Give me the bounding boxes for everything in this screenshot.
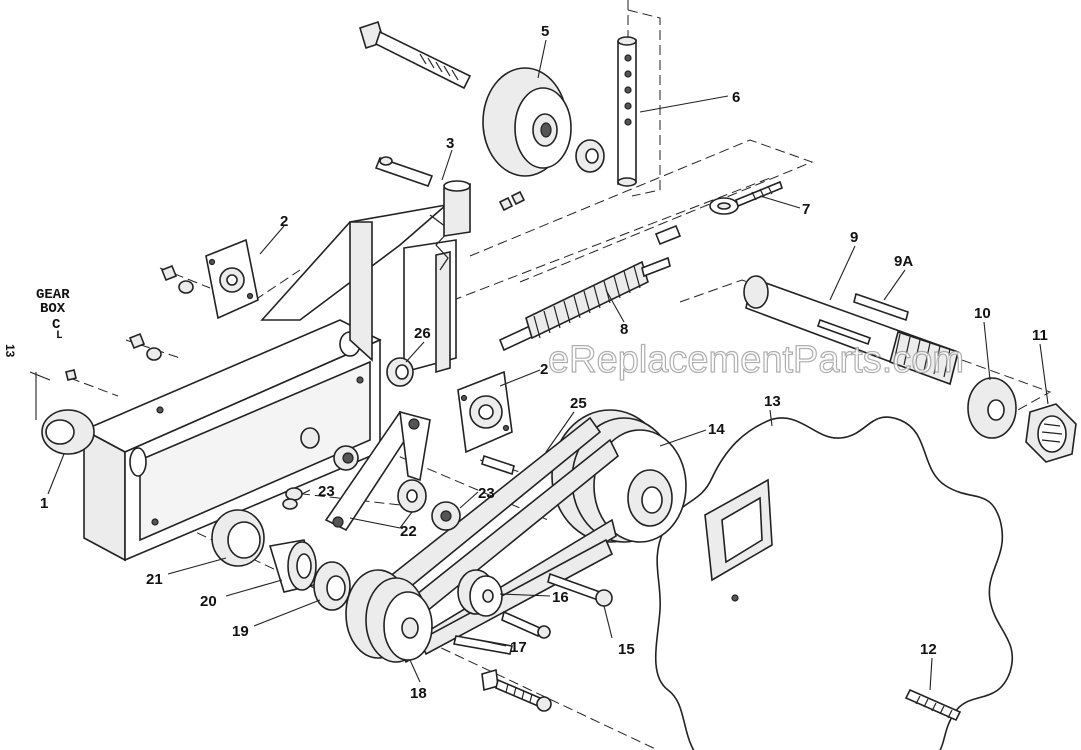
pin-part-3 [374,156,526,212]
callout-20: 20 [200,593,217,610]
washer-part-10 [967,377,1017,439]
gearbox-label-line-1: GEAR [36,287,70,303]
callout-3: 3 [446,135,454,152]
callout-10: 10 [974,305,991,322]
callout-14: 14 [708,421,725,438]
gearbox-centerline-label: GEAR BOX C L [29,287,70,381]
bolt-part-12 [904,688,962,722]
gearbox-label-line-2: BOX [40,301,66,317]
callout-16: 16 [552,589,569,606]
collar-part-19 [313,561,351,611]
wheel-part-5 [359,20,605,177]
callout-7: 7 [802,201,810,218]
callout-1: 1 [40,495,48,512]
callout-9a: 9A [894,253,913,270]
callout-17: 17 [510,639,527,656]
callout-23-right: 23 [478,485,495,502]
callout-2-upper: 2 [280,213,288,230]
idler-pulley-part-16 [457,569,503,617]
callout-8: 8 [620,321,628,338]
callout-labels: 1 2 2 3 5 6 7 8 9 9A 10 11 12 13 13 14 1… [3,23,1048,702]
bearing-part-21 [211,509,265,567]
callout-12: 12 [920,641,937,658]
callout-25: 25 [570,395,587,412]
bushing-part-26 [386,357,414,387]
callout-2-lower: 2 [540,361,548,378]
callout-18: 18 [410,685,427,702]
bushing-part-20 [268,539,320,593]
callout-15: 15 [618,641,635,658]
callout-22: 22 [400,523,417,540]
notched-disc-part-13 [654,416,1014,750]
gearbox-label-line-3: C [52,317,61,333]
callout-11: 11 [1032,327,1048,344]
pulley-part-18 [345,569,433,663]
bearing-part-2-lower [457,370,515,476]
callout-6: 6 [732,89,740,106]
callout-9: 9 [850,229,858,246]
watermark-text: eReplacementParts.com [548,339,964,381]
bearing-part-2-upper [160,238,259,320]
callout-21: 21 [146,571,163,588]
belts-part-25 [358,416,620,664]
leader-lines [35,39,1049,691]
spring-part-8 [498,256,671,352]
callout-5: 5 [541,23,549,40]
callout-26: 26 [414,325,431,342]
strut-bracket [260,180,471,374]
gearbox-label-line-4: L [56,330,63,342]
main-frame-part-1 [41,319,382,562]
eye-bolt-part-7 [654,180,783,246]
shaft-part-9 [743,275,959,386]
callout-23-left: 23 [318,483,335,500]
callout-19: 19 [232,623,249,640]
nut-part-11 [1025,403,1077,463]
callout-13-side: 13 [3,344,17,358]
callout-13-disc: 13 [764,393,781,410]
depth-bar-part-6 [617,36,637,187]
nut-part-23 [65,332,359,510]
idler-arm-part-22 [324,410,461,532]
key-part-9a [853,292,909,322]
bolt-part-17 [453,610,552,712]
